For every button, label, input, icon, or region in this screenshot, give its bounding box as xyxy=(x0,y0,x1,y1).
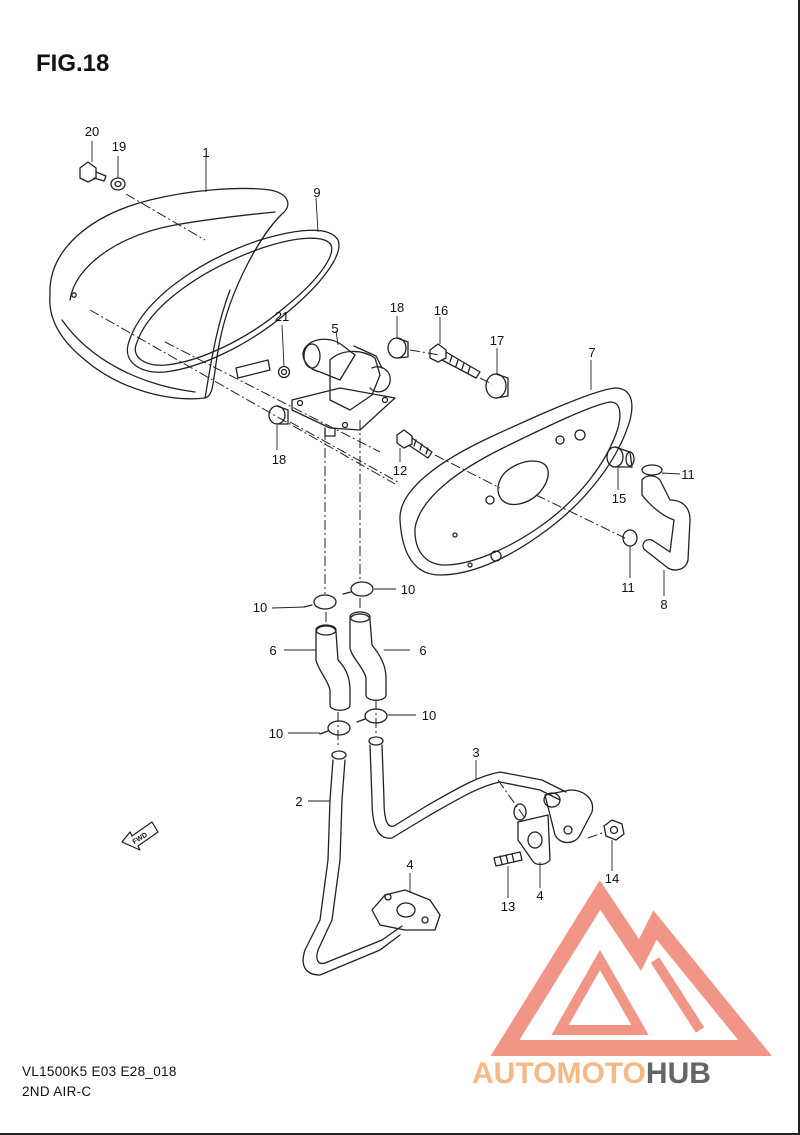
callout-6-left: 6 xyxy=(269,643,276,658)
callout-10-left-upper: 10 xyxy=(253,600,267,615)
hose-part-8 xyxy=(641,475,691,571)
callout-4-right: 4 xyxy=(536,888,543,903)
clamp-part-10-right-lower xyxy=(356,708,388,724)
bolt-part-16 xyxy=(429,343,481,379)
clamp-part-10-right-upper xyxy=(342,581,374,597)
nipple-part-15 xyxy=(606,446,635,468)
assembly-center-lines xyxy=(89,193,626,839)
clamp-part-10-left-upper xyxy=(303,594,337,610)
valve-part-5 xyxy=(291,338,396,437)
svg-text:AUTOMOTOHUB: AUTOMOTOHUB xyxy=(472,1057,711,1090)
callout-16: 16 xyxy=(434,303,448,318)
forward-arrow-icon: FWD xyxy=(121,821,159,851)
logo-text-hub: HUB xyxy=(646,1057,711,1090)
plate-part-21 xyxy=(235,359,291,379)
callout-18-lower: 18 xyxy=(272,452,286,467)
logo-text-automoto: AUTOMOTO xyxy=(472,1057,646,1090)
cover-plate-part-7 xyxy=(399,387,633,576)
callout-11-lower: 11 xyxy=(621,580,635,595)
cover-part-1 xyxy=(49,187,289,400)
callout-1: 1 xyxy=(202,145,209,160)
pipe-part-2 xyxy=(302,750,403,976)
fitting-part-12 xyxy=(396,429,433,459)
callout-15: 15 xyxy=(612,491,626,506)
screw-part-20 xyxy=(79,161,107,183)
grommet-part-18-lower xyxy=(268,405,289,425)
callout-6-right: 6 xyxy=(419,643,426,658)
clamp-part-11-upper xyxy=(641,464,663,476)
callout-5: 5 xyxy=(331,321,338,336)
grommet-part-17 xyxy=(485,373,509,399)
callout-12: 12 xyxy=(393,463,407,478)
callout-11-upper: 11 xyxy=(681,467,695,482)
callout-8: 8 xyxy=(660,597,667,612)
washer-part-19 xyxy=(110,177,126,191)
hose-part-6-left xyxy=(315,624,351,711)
callout-10-left-lower: 10 xyxy=(269,726,283,741)
callout-4-left: 4 xyxy=(406,857,413,872)
gasket-part-9 xyxy=(126,229,340,373)
callout-leader-lines xyxy=(91,141,681,898)
callout-14: 14 xyxy=(605,871,619,886)
figure-title: FIG.18 xyxy=(36,50,110,77)
stud-part-13 xyxy=(493,851,523,867)
callout-3: 3 xyxy=(472,745,479,760)
callout-13: 13 xyxy=(501,899,515,914)
callout-9: 9 xyxy=(313,185,320,200)
callout-10-right-upper: 10 xyxy=(401,582,415,597)
pipe-part-3 xyxy=(368,736,594,844)
automotohub-logo: AUTOMOTOHUB xyxy=(472,880,772,1090)
section-name: 2ND AIR-C xyxy=(22,1084,92,1099)
grommet-part-18-upper xyxy=(387,337,409,359)
gasket-part-4-left xyxy=(371,889,441,931)
gasket-part-4-right xyxy=(513,803,551,866)
clamp-part-11-lower xyxy=(622,529,638,547)
clamp-part-10-left-lower xyxy=(319,720,351,736)
callout-21: 21 xyxy=(275,309,289,324)
callout-labels: 20 19 1 9 21 5 18 16 17 7 18 12 11 15 11… xyxy=(85,124,695,914)
callout-19: 19 xyxy=(112,139,126,154)
model-code: VL1500K5 E03 E28_018 xyxy=(22,1064,177,1079)
callout-2: 2 xyxy=(295,794,302,809)
callout-7: 7 xyxy=(588,345,595,360)
callout-10-right-lower: 10 xyxy=(422,708,436,723)
hose-part-6-right xyxy=(349,611,387,701)
callout-20: 20 xyxy=(85,124,99,139)
nut-part-14 xyxy=(603,819,625,841)
callout-17: 17 xyxy=(490,333,504,348)
callout-18-upper: 18 xyxy=(390,300,404,315)
